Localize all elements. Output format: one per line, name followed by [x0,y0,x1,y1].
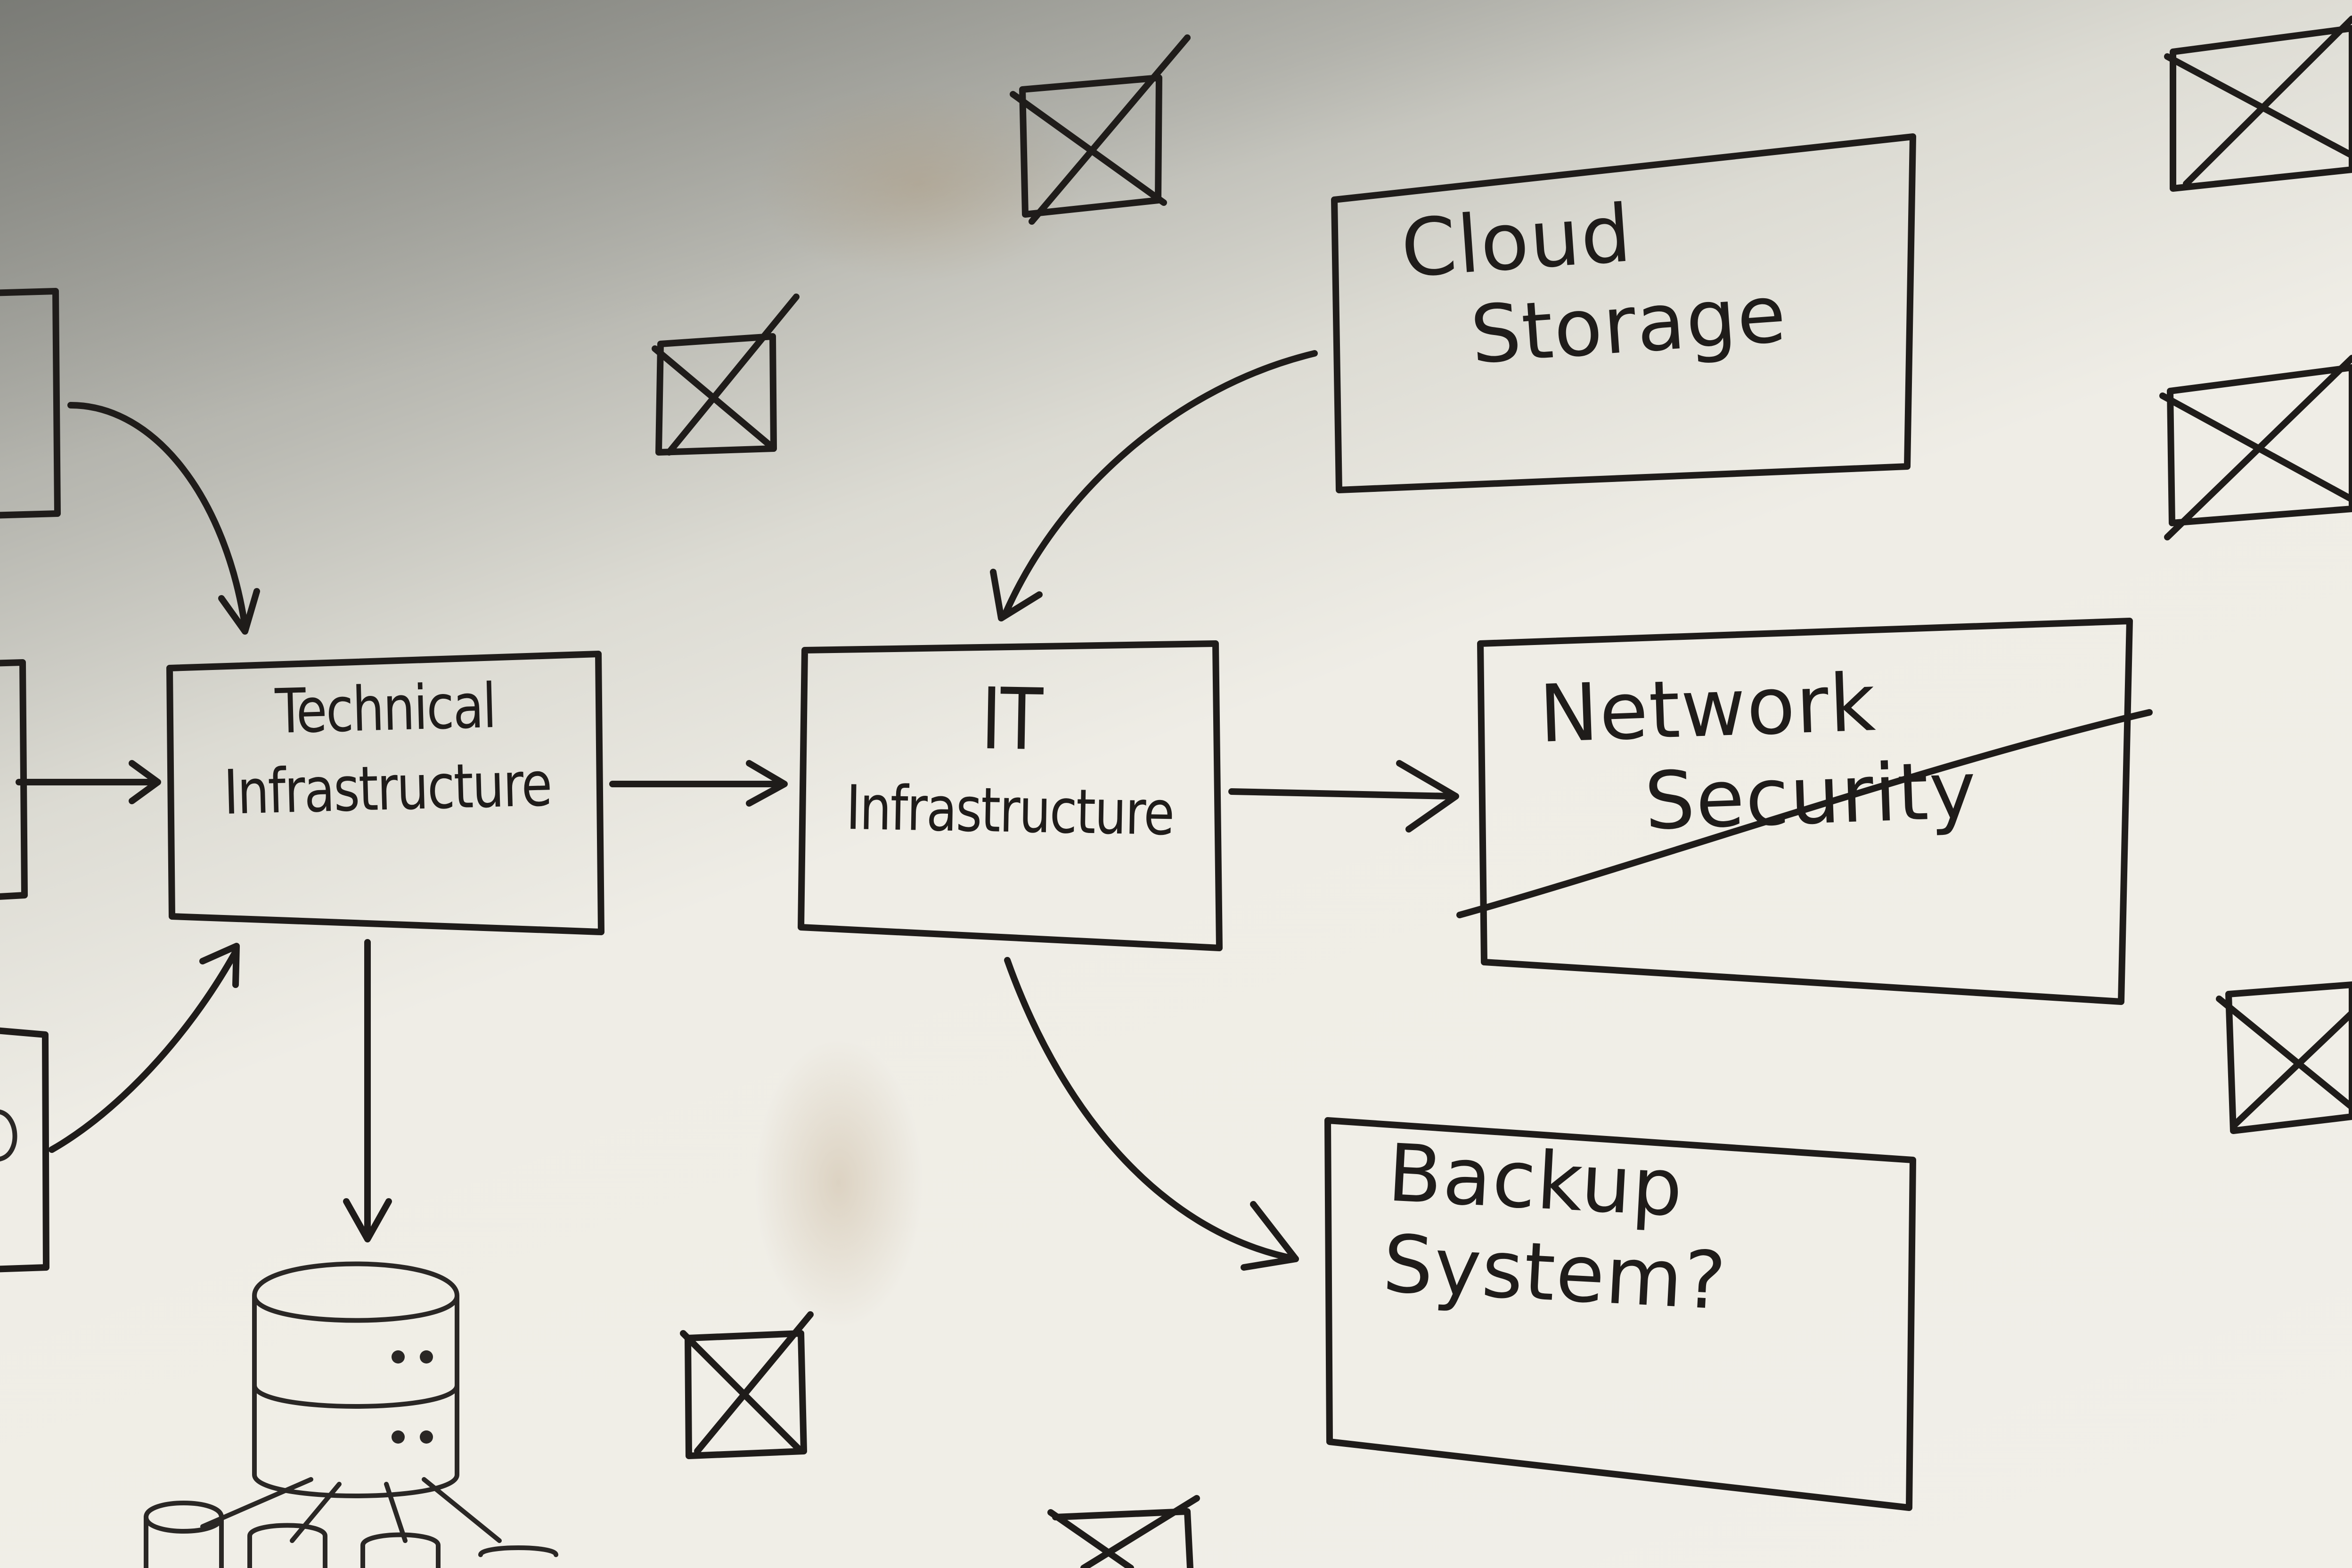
network-security-box [1477,618,2133,1005]
crossed-box-icon [652,294,800,456]
technical-infrastructure-box [166,651,604,935]
partial-box-left-circle [0,1110,17,1161]
crossed-box-icon [2159,355,2352,540]
node-line-2: Infrastructure [222,748,552,829]
crossed-box-icon [1047,1495,1200,1568]
it-infrastructure-label: IT Infrastructure [837,666,1184,854]
server-stack-icon [200,1261,502,1543]
board-smudge [754,85,1084,283]
crossed-box-icon [1010,34,1191,225]
arrow-icon [1228,760,1459,833]
arrow-icon [16,760,161,804]
arrow-icon [49,943,240,1153]
crossed-box-icon [680,1311,814,1459]
database-icon [478,1545,558,1557]
backup-system-box [1324,1117,1916,1511]
arrow-icon [343,939,392,1242]
arrow-icon [990,350,1318,621]
it-infrastructure-box [798,640,1223,951]
arrow-icon [67,402,260,635]
crossed-box-icon [2216,981,2352,1134]
node-line-1: Technical [274,670,497,748]
database-icon [247,1523,327,1568]
backup-system-label: Backup System? [1353,1126,1903,1336]
crossed-box-icon [2164,16,2352,192]
database-icon [360,1532,441,1568]
network-security-label: Network Security [1495,649,2123,852]
node-line-2: Infrastructure [845,771,1174,849]
strike-through-line [1456,709,2153,918]
board-smudge [754,1037,923,1329]
cloud-storage-label: Cloud Storage [1351,170,1900,389]
database-icon [144,1501,224,1568]
partial-box-left-top [0,288,61,519]
cloud-storage-box [1331,133,1916,493]
node-line-1: IT [980,670,1043,770]
arrow-icon [1004,957,1299,1271]
technical-infrastructure-label: Technical Infrastructure [211,664,563,833]
arrow-icon [609,760,788,807]
partial-box-left-low [0,1027,49,1273]
